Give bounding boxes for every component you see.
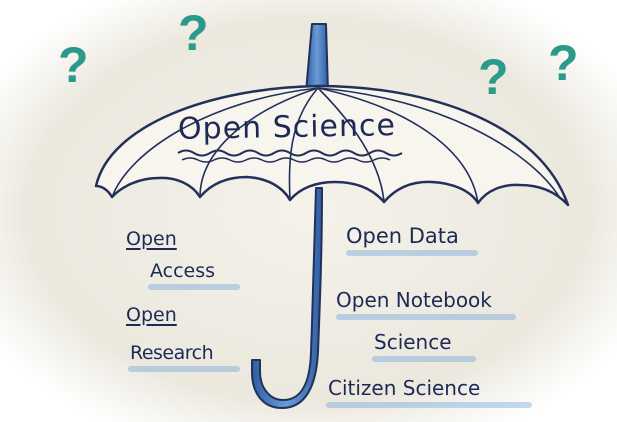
question-mark-3: ?: [478, 49, 509, 105]
label-open-data: Open Data: [346, 224, 459, 248]
label-open-notebook-line2: Science: [374, 330, 452, 354]
umbrella-title: Open Science: [177, 108, 397, 147]
question-mark-1: ?: [58, 37, 89, 93]
label-open-access-line1: Open: [126, 228, 177, 250]
label-citizen-science: Citizen Science: [328, 376, 481, 400]
question-mark-4: ?: [548, 35, 579, 91]
title-wave: [177, 149, 403, 157]
canopy-ribs: [111, 87, 561, 204]
label-open-access-line2: Access: [150, 260, 216, 282]
label-open-research-line1: Open: [126, 304, 177, 326]
highlight-citizen-science: [326, 402, 532, 408]
title-wave-2: [181, 157, 391, 163]
umbrella-handle: [251, 187, 323, 409]
question-mark-2: ?: [178, 5, 209, 61]
highlight-open-data: [346, 250, 478, 256]
highlight-open-access: [148, 284, 240, 290]
highlight-open-notebook: [336, 314, 516, 320]
umbrella-canopy: [94, 84, 570, 207]
highlight-notebook-science: [372, 356, 476, 362]
label-open-notebook-line1: Open Notebook: [336, 288, 492, 312]
highlight-open-research: [128, 366, 240, 372]
label-open-research-line2: Research: [130, 342, 214, 364]
